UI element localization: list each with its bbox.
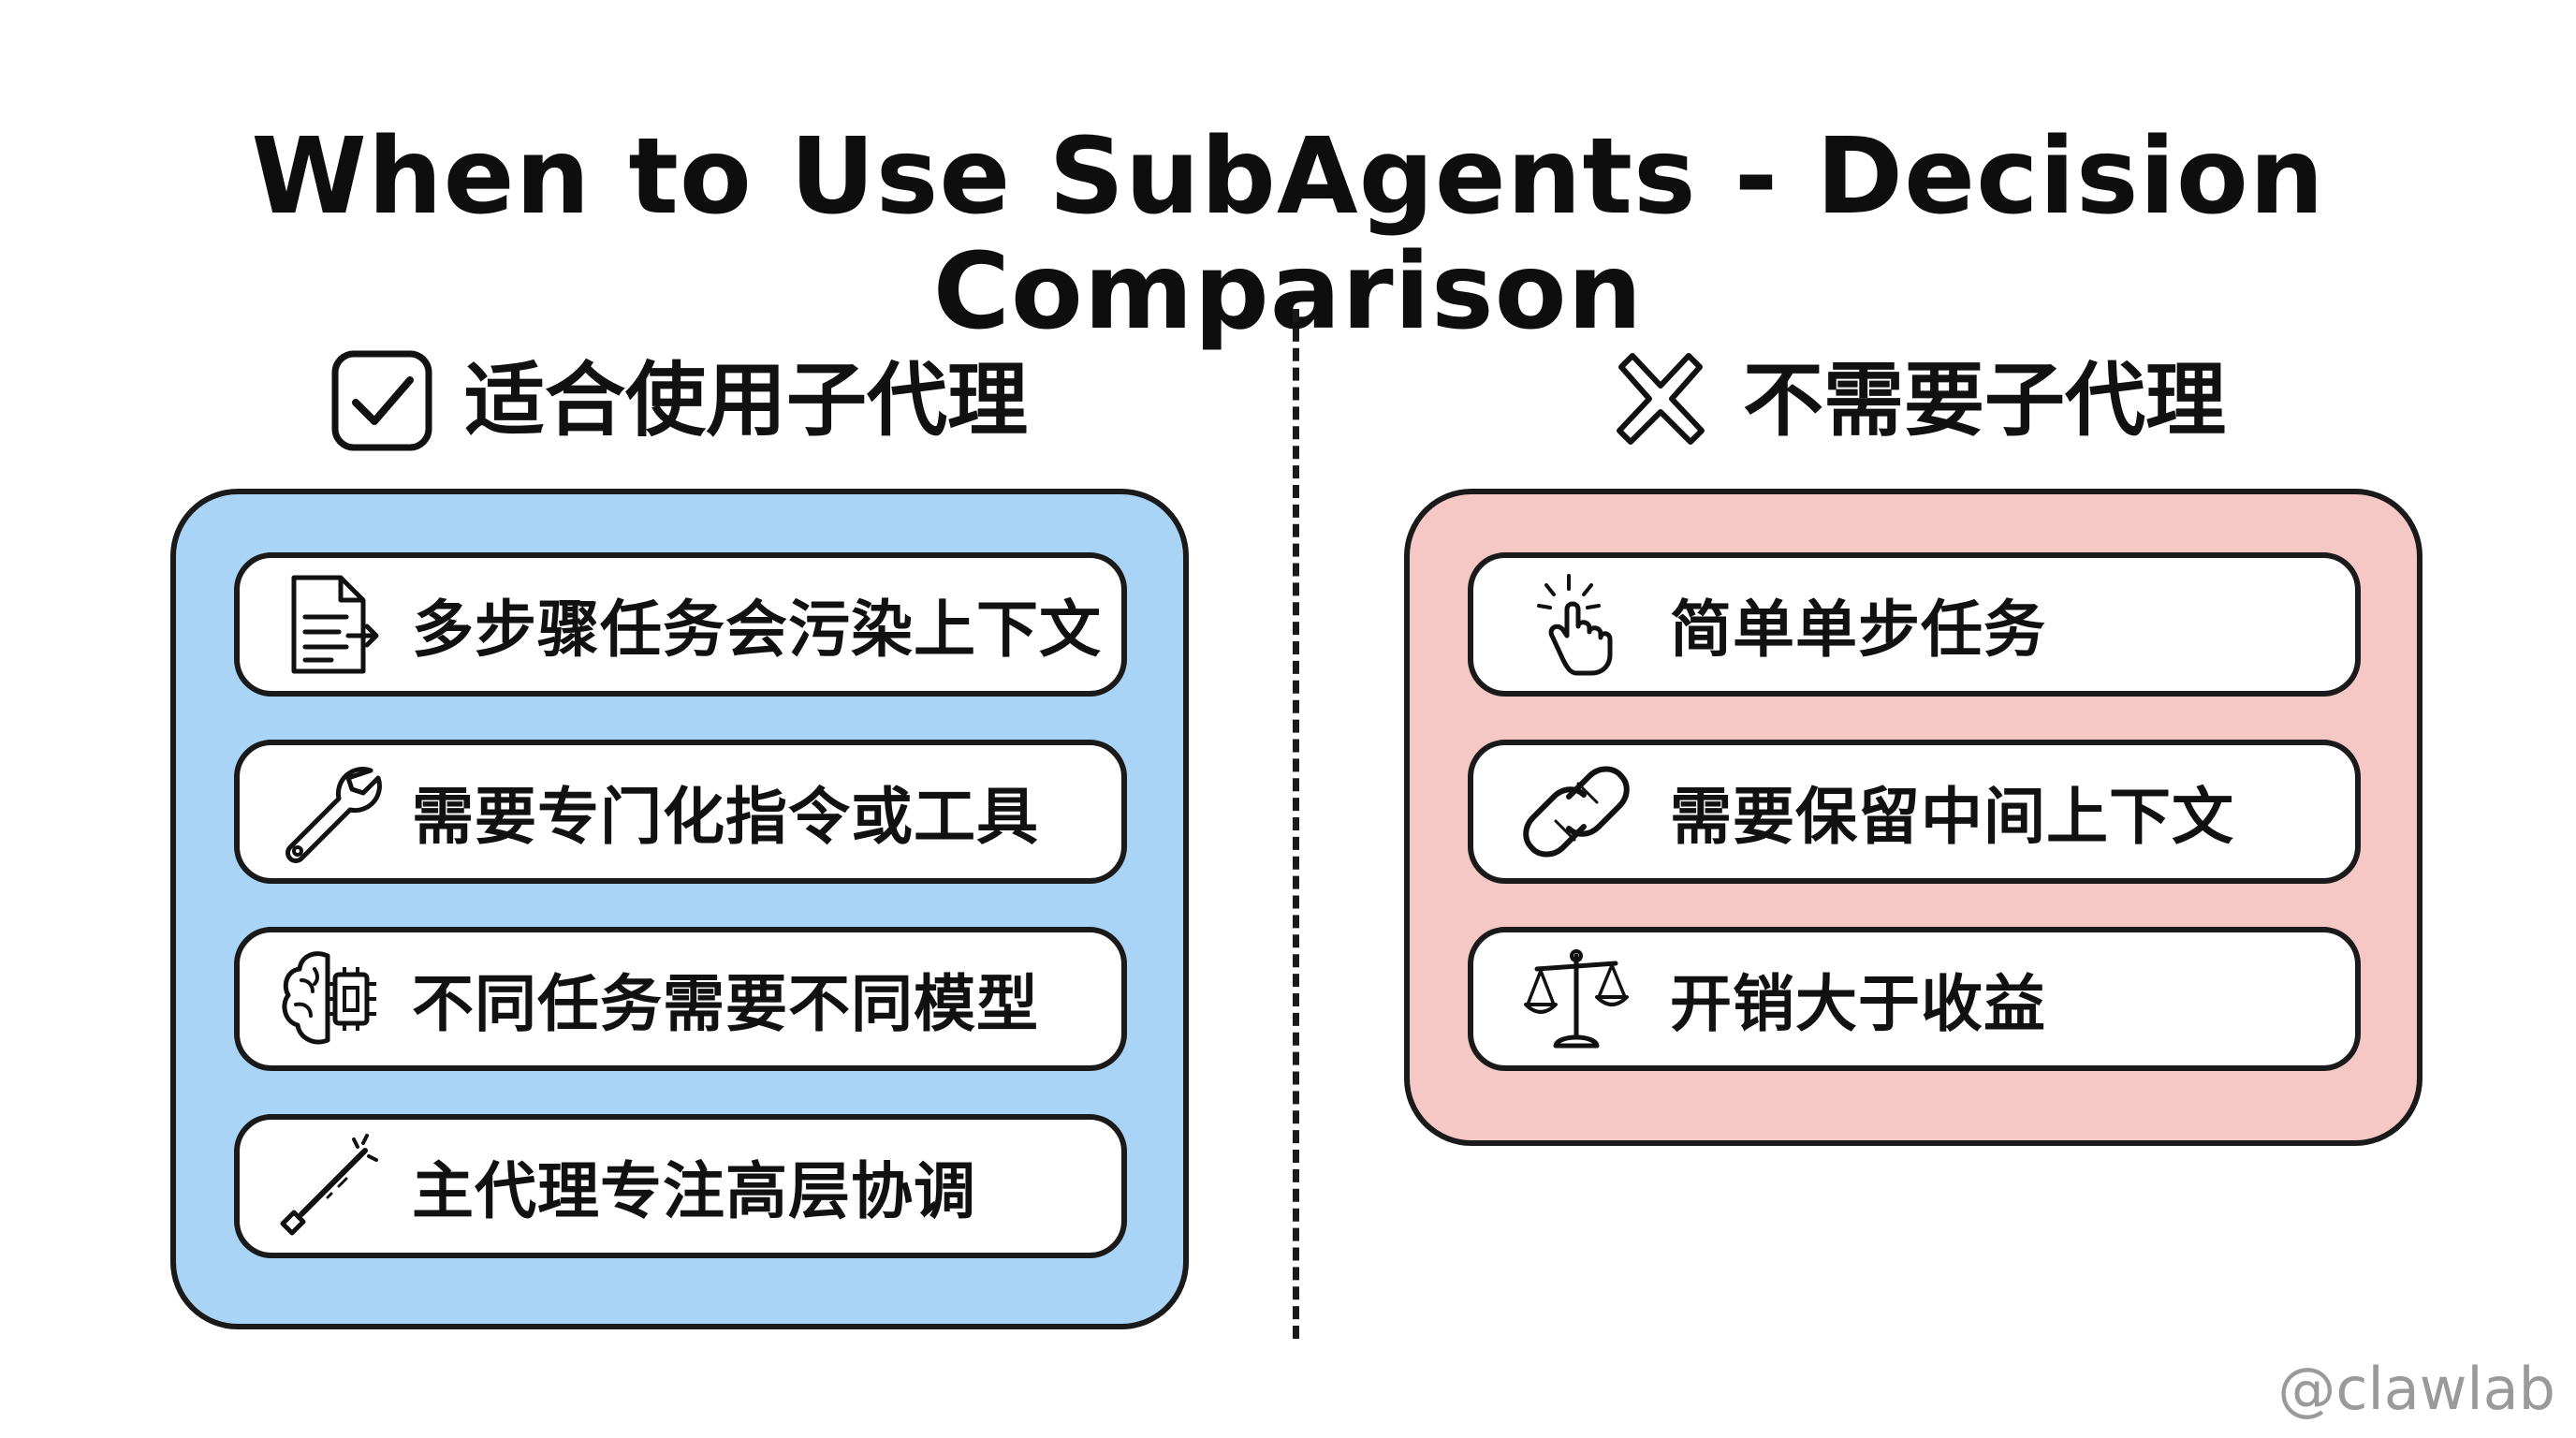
not-needed-panel: 简单单步任务 需要保留中间上下文 开销大于收益 — [1404, 489, 2422, 1146]
page-title: When to Use SubAgents - Decision Compari… — [251, 116, 2325, 354]
item-label: 多步骤任务会污染上下文 — [412, 594, 1102, 666]
link-chain-icon — [1520, 756, 1632, 868]
suitable-panel: 多步骤任务会污染上下文 需要专门化指令或工具 — [170, 489, 1189, 1329]
wrench-icon — [273, 756, 386, 868]
item-label: 需要保留中间上下文 — [1670, 781, 2234, 853]
checkbox-checked-icon — [328, 346, 436, 455]
document-arrow-icon — [273, 568, 386, 681]
dashed-divider — [1293, 309, 1299, 1339]
list-item: 简单单步任务 — [1468, 552, 2361, 697]
left-column-heading: 适合使用子代理 — [328, 346, 1028, 455]
item-label: 简单单步任务 — [1670, 594, 2046, 666]
right-heading-text: 不需要子代理 — [1743, 354, 2226, 448]
item-label: 主代理专注高层协调 — [412, 1155, 976, 1227]
list-item: 需要专门化指令或工具 — [234, 740, 1127, 884]
left-heading-text: 适合使用子代理 — [464, 354, 1028, 448]
list-item: 需要保留中间上下文 — [1468, 740, 2361, 884]
x-mark-icon — [1606, 346, 1715, 455]
balance-scale-icon — [1520, 943, 1632, 1055]
list-item: 不同任务需要不同模型 — [234, 927, 1127, 1071]
watermark: @clawlab — [2277, 1355, 2555, 1423]
brain-chip-icon — [273, 943, 386, 1055]
baton-icon — [273, 1130, 386, 1242]
list-item: 开销大于收益 — [1468, 927, 2361, 1071]
item-label: 不同任务需要不同模型 — [412, 968, 1039, 1040]
list-item: 多步骤任务会污染上下文 — [234, 552, 1127, 697]
item-label: 需要专门化指令或工具 — [412, 781, 1039, 853]
item-label: 开销大于收益 — [1670, 968, 2046, 1040]
list-item: 主代理专注高层协调 — [234, 1114, 1127, 1258]
tap-hand-icon — [1520, 568, 1632, 681]
right-column-heading: 不需要子代理 — [1606, 346, 2226, 455]
